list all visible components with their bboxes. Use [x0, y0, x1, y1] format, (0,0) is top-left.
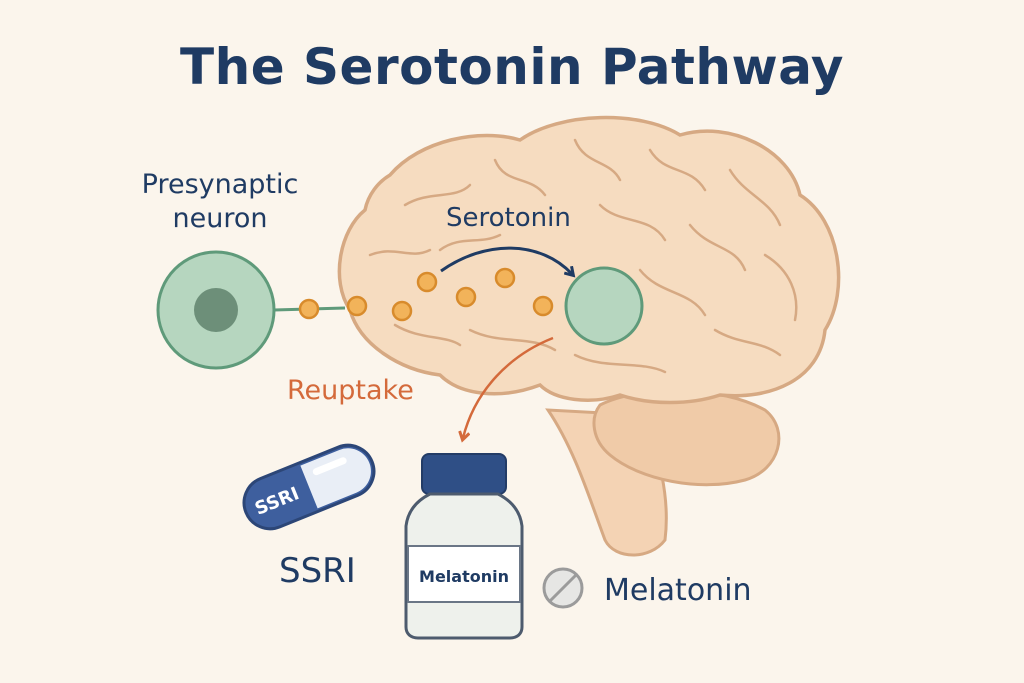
bottle-label-text: Melatonin: [419, 567, 509, 586]
serotonin-arrow: [440, 246, 572, 274]
serotonin-dot: [298, 298, 320, 320]
ssri-label: SSRI: [279, 551, 356, 591]
diagram-title: The Serotonin Pathway: [180, 38, 844, 96]
serotonin-molecules: [298, 267, 554, 322]
brain-folds: [368, 138, 798, 374]
melatonin-label: Melatonin: [604, 573, 752, 608]
serotonin-dot: [391, 300, 413, 322]
presynaptic-label-line2: neuron: [172, 202, 268, 234]
ssri-capsule: SSRI: [242, 443, 376, 531]
bottle-label: [407, 545, 521, 603]
postsynaptic-receptor: [564, 266, 644, 346]
brain-illustration: [337, 115, 841, 557]
serotonin-dot: [532, 295, 554, 317]
reuptake-label: Reuptake: [287, 375, 414, 406]
bottle-cap: [421, 453, 507, 495]
presynaptic-label-line1: Presynaptic: [141, 169, 299, 200]
neuron-nucleus: [194, 288, 238, 332]
serotonin-dot: [416, 271, 438, 293]
serotonin-dot: [494, 267, 516, 289]
serotonin-dot: [346, 295, 368, 317]
serotonin-dot: [455, 286, 477, 308]
presynaptic-neuron-label: Presynaptic neuron: [120, 168, 320, 236]
melatonin-pill-icon: [542, 567, 584, 609]
melatonin-bottle: Melatonin: [404, 453, 524, 640]
presynaptic-neuron: [156, 250, 346, 370]
reuptake-arrow: [463, 336, 554, 438]
serotonin-label: Serotonin: [446, 203, 571, 233]
